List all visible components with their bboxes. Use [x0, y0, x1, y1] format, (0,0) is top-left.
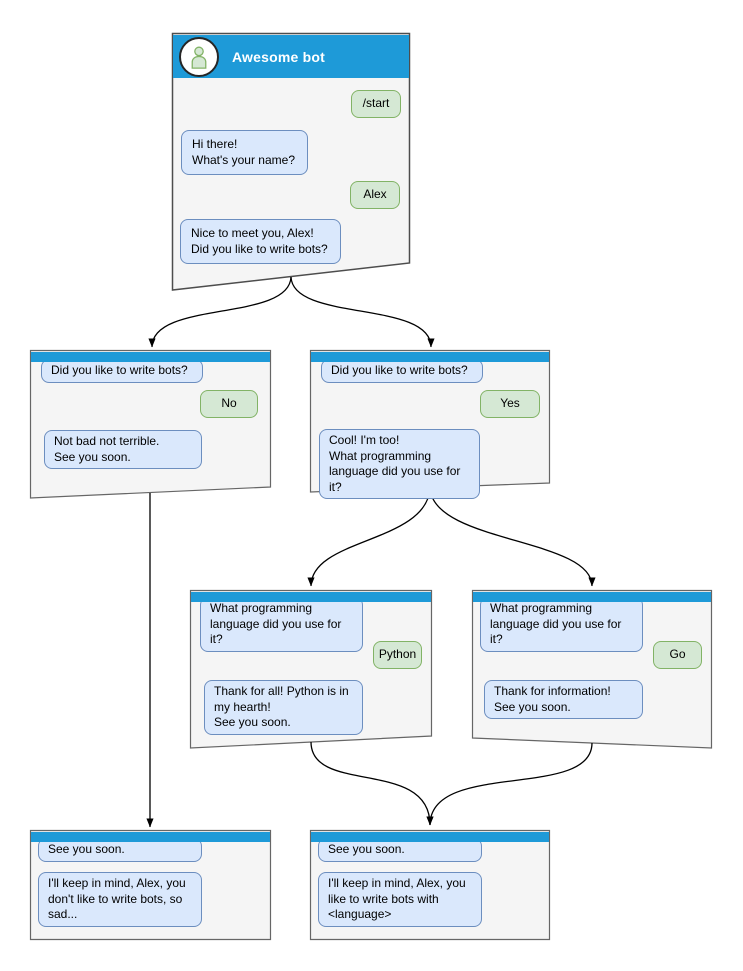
bot-message-bubble: Thank for all! Python is in my hearth! S… — [204, 680, 363, 735]
person-icon — [191, 46, 207, 69]
bot-message-bubble: Did you like to write bots? — [41, 359, 203, 383]
chat-window-main: Awesome bot /start Hi there! What's your… — [172, 33, 410, 290]
edge-yes-to-python — [307, 487, 431, 587]
chat-window-end-yes: See you soon. I'll keep in mind, Alex, y… — [310, 830, 550, 940]
bot-message-bubble: Cool! I'm too! What programming language… — [319, 429, 480, 500]
edge-python-to-end — [310, 741, 434, 826]
user-message-bubble: /start — [351, 90, 401, 118]
chat-window-titlebar: Awesome bot — [173, 35, 409, 78]
chat-window-branch-python: What programming language did you use fo… — [190, 590, 432, 748]
user-message-bubble: Go — [653, 641, 702, 669]
user-message-bubble: No — [200, 390, 258, 418]
chat-window-titlebar — [31, 832, 270, 842]
chat-window-titlebar — [191, 592, 431, 602]
bot-message-bubble: Thank for information! See you soon. — [484, 680, 643, 720]
bot-avatar — [179, 36, 219, 77]
bot-message-bubble: Not bad not terrible. See you soon. — [44, 430, 202, 470]
chat-window-title: Awesome bot — [232, 48, 325, 65]
chat-window-branch-no: Did you like to write bots? No Not bad n… — [30, 350, 271, 498]
chat-window-branch-yes: Did you like to write bots? Yes Cool! I'… — [310, 350, 550, 500]
bot-message-bubble: What programming language did you use fo… — [200, 597, 363, 652]
user-message-bubble: Alex — [350, 181, 400, 209]
chat-window-titlebar — [31, 352, 270, 362]
bot-message-bubble: I'll keep in mind, Alex, you like to wri… — [318, 872, 482, 927]
bot-message-bubble: Hi there! What's your name? — [181, 130, 308, 175]
bot-message-bubble: Nice to meet you, Alex! Did you like to … — [180, 219, 341, 264]
edge-go-to-end — [426, 742, 593, 826]
chat-window-titlebar — [311, 832, 549, 842]
bot-message-bubble: Did you like to write bots? — [321, 359, 483, 383]
chat-window-titlebar — [311, 352, 549, 362]
chat-window-end-no: See you soon. I'll keep in mind, Alex, y… — [30, 830, 271, 940]
chat-window-titlebar — [473, 592, 711, 602]
user-message-bubble: Yes — [480, 390, 540, 418]
chat-window-branch-go: What programming language did you use fo… — [472, 590, 712, 748]
bot-message-bubble: What programming language did you use fo… — [480, 597, 643, 652]
user-message-bubble: Python — [373, 641, 422, 669]
bot-message-bubble: I'll keep in mind, Alex, you don't like … — [38, 872, 202, 927]
edge-yes-to-go — [429, 487, 596, 587]
